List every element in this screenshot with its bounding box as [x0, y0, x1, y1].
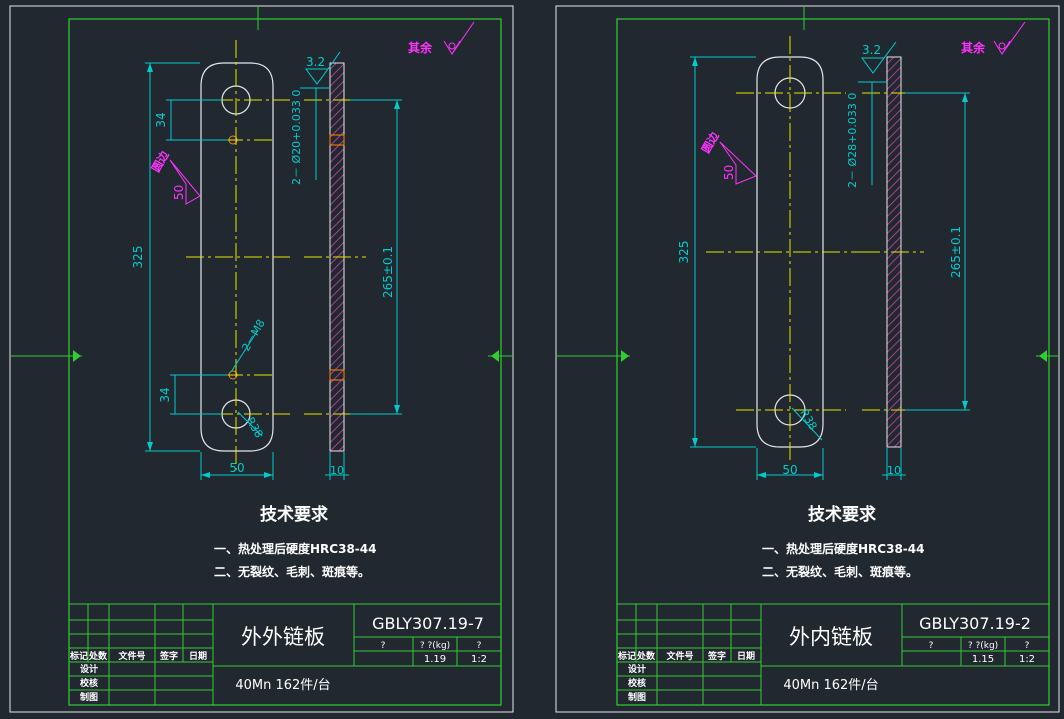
- tb-row-label: 标记: [617, 650, 636, 662]
- roughness-symbol: [448, 42, 456, 50]
- thread-section: [329, 369, 345, 381]
- dim-width: 50: [229, 461, 244, 475]
- tb-row-label: 制图: [628, 691, 646, 703]
- drawing-number: GBLY307.19-2: [919, 614, 1031, 633]
- part-name: 外外链板: [241, 625, 325, 649]
- tb-row-label: 设计: [80, 663, 98, 675]
- center-arrow: [73, 350, 81, 362]
- drawing-frame: [68, 18, 502, 706]
- dim-radius: R38: [243, 415, 265, 440]
- material: 40Mn 162件/台: [783, 678, 878, 693]
- weld-symbol: [719, 141, 757, 185]
- tb-row-label: 校核: [80, 677, 98, 689]
- dimension-arrows: [692, 57, 968, 478]
- material: 40Mn 162件/台: [235, 678, 330, 693]
- sheet-border: [555, 5, 1060, 713]
- weld-note: 圆边: [698, 129, 722, 156]
- tech-line-1: 一、热处理后硬度HRC38-44: [762, 541, 924, 556]
- weight-value: 1.19: [424, 654, 446, 665]
- dim-overall: 325: [677, 241, 691, 264]
- center-arrow: [1039, 350, 1047, 362]
- center-lines: [706, 36, 872, 462]
- dim-lower: 34: [158, 387, 172, 402]
- weight-value: 1.15: [972, 654, 994, 665]
- dim-radius: R38: [797, 407, 819, 432]
- roughness-symbol: [998, 42, 1006, 50]
- dim-thickness: 10: [887, 464, 901, 477]
- tech-line-2: 二、无裂纹、毛刺、斑痕等。: [214, 564, 370, 579]
- scale-value: 1:2: [1019, 654, 1035, 665]
- dim-pitch: 265±0.1: [949, 226, 963, 278]
- surface-note: 其余: [408, 40, 433, 55]
- tech-line-1: 一、热处理后硬度HRC38-44: [214, 541, 376, 556]
- tech-line-2: 二、无裂纹、毛刺、斑痕等。: [762, 564, 918, 579]
- weld-size: 50: [172, 185, 186, 200]
- tb-row-label: 文件号: [665, 650, 693, 662]
- tb-mark: ?: [929, 641, 934, 651]
- tb-row-label: 日期: [737, 650, 755, 662]
- tb-scale-header: ?: [477, 641, 482, 651]
- tb-row-label: 日期: [189, 650, 207, 662]
- tb-mark: ?: [381, 641, 386, 651]
- thread-section: [329, 134, 345, 146]
- weld-symbol: [169, 159, 201, 205]
- tb-weight-header: ? ?(kg): [968, 641, 998, 651]
- title-block: [68, 603, 502, 706]
- tb-row-label: 处数: [88, 650, 108, 662]
- sheet-1: 其余: [9, 5, 514, 713]
- tb-row-label: 签字: [707, 650, 726, 662]
- roughness-symbol: [993, 21, 1026, 55]
- weld-size: 50: [722, 165, 736, 180]
- tb-row-label: 设计: [628, 663, 646, 675]
- sheet-2: 其余: [555, 5, 1060, 713]
- drawing-number: GBLY307.19-7: [372, 614, 484, 633]
- surface-note: 其余: [961, 40, 986, 55]
- center-arrow: [491, 350, 499, 362]
- bore-callout: 2－ Ø20+0.033 0: [290, 90, 303, 185]
- dim-thickness: 10: [330, 464, 344, 477]
- tb-row-label: 制图: [80, 691, 98, 703]
- drawing-frame: [616, 18, 1050, 706]
- weld-note: 圆边: [148, 148, 172, 175]
- link-plate-outline: [200, 62, 274, 452]
- tech-title: 技术要求: [260, 504, 328, 525]
- tb-weight-header: ? ?(kg): [420, 641, 450, 651]
- roughness-symbol: [443, 21, 475, 55]
- roughness-value: 3.2: [306, 55, 325, 69]
- dimension-arrows: [147, 63, 400, 478]
- roughness-symbol: [861, 41, 897, 74]
- title-block: [616, 603, 1050, 706]
- roughness-value: 3.2: [862, 43, 881, 57]
- dim-width: 50: [782, 463, 797, 477]
- dim-overall: 325: [131, 246, 145, 269]
- sheet-border: [9, 5, 514, 713]
- dim-pitch: 265±0.1: [381, 246, 395, 298]
- thread-callout: 2－M8: [239, 317, 268, 353]
- bore-callout: 2－ Ø28+0.033 0: [846, 93, 859, 188]
- dimension-lines: [690, 56, 970, 480]
- part-name: 外内链板: [789, 625, 873, 649]
- roughness-symbol: [305, 51, 341, 85]
- tb-row-label: 签字: [159, 650, 178, 662]
- tb-row-label: 处数: [636, 650, 656, 662]
- tb-scale-header: ?: [1025, 641, 1030, 651]
- tb-row-label: 文件号: [117, 650, 145, 662]
- tech-title: 技术要求: [808, 504, 876, 525]
- tb-row-label: 校核: [628, 677, 646, 689]
- dim-upper: 34: [154, 112, 168, 127]
- tb-row-label: 标记: [69, 650, 88, 662]
- scale-value: 1:2: [471, 654, 487, 665]
- dimension-lines: [145, 62, 402, 480]
- center-arrow: [621, 350, 629, 362]
- link-plate-outline: [756, 56, 824, 448]
